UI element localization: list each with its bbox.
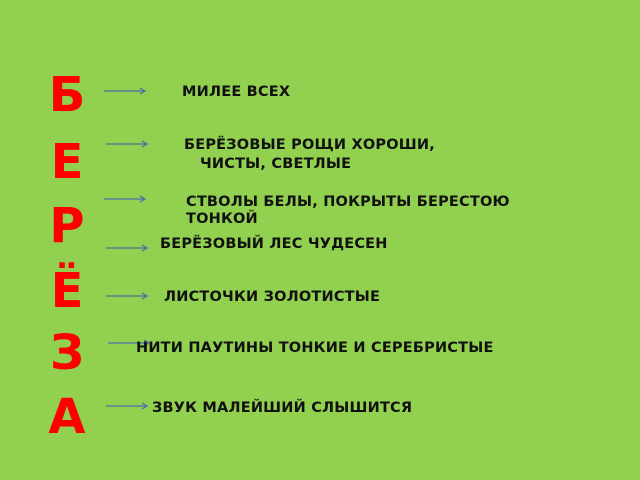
arrow-right-icon (104, 87, 148, 95)
phrase-line: БЕРЁЗОВЫЙ ЛЕС ЧУДЕСЕН (160, 236, 388, 252)
phrase-line: СТВОЛЫ БЕЛЫ, ПОКРЫТЫ БЕРЕСТОЮ (186, 194, 510, 210)
arrow-right-icon (106, 244, 150, 252)
phrase-line: ТОНКОЙ (186, 211, 258, 227)
acrostic-letter-2: Е (50, 134, 84, 190)
arrow-right-icon (108, 339, 152, 347)
phrase-line: ЧИСТЫ, СВЕТЛЫЕ (200, 156, 352, 172)
acrostic-letter-1: Б (48, 67, 86, 123)
phrase-line: ЛИСТОЧКИ ЗОЛОТИСТЫЕ (164, 289, 381, 305)
phrase-line: НИТИ ПАУТИНЫ ТОНКИЕ И СЕРЕБРИСТЫЕ (136, 340, 494, 356)
acrostic-letter-4: Ё (50, 263, 84, 319)
arrow-right-icon (106, 402, 150, 410)
phrase-line: ЗВУК МАЛЕЙШИЙ СЛЫШИТСЯ (152, 400, 413, 416)
arrow-right-icon (106, 292, 150, 300)
acrostic-letter-3: Р (49, 198, 85, 254)
arrow-right-icon (104, 195, 148, 203)
phrase-line: БЕРЁЗОВЫЕ РОЩИ ХОРОШИ, (184, 137, 435, 153)
acrostic-letter-6: А (48, 389, 86, 445)
phrase-line: МИЛЕЕ ВСЕХ (182, 84, 291, 100)
arrow-right-icon (106, 140, 150, 148)
acrostic-letter-5: З (49, 325, 85, 381)
